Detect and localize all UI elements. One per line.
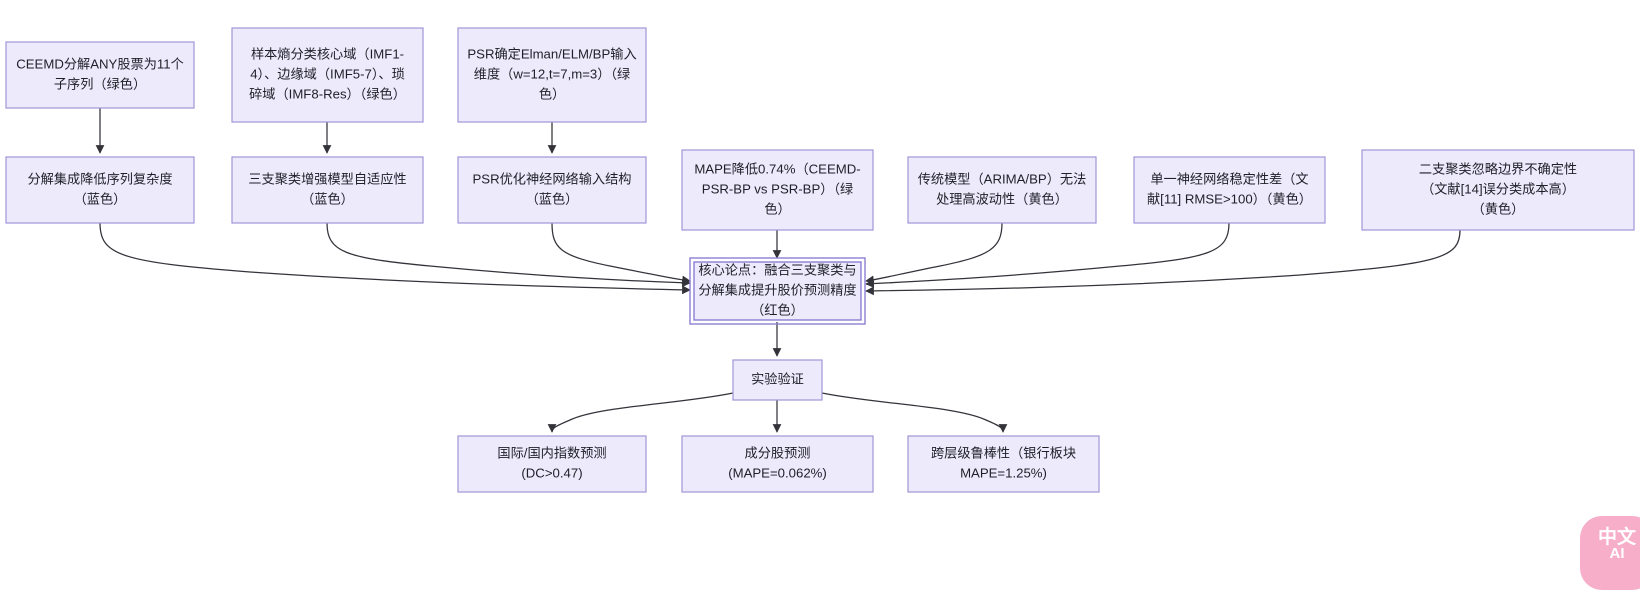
node-constituent-stock-forecast-label-line-2: (MAPE=0.062%) xyxy=(728,465,827,480)
node-core-thesis-label-line-1: 核心论点：融合三支聚类与 xyxy=(698,262,856,277)
node-core-thesis-label-line-2: 分解集成提升股价预测精度 xyxy=(698,282,856,297)
edge-experiment-to-robustness xyxy=(821,392,1008,433)
node-mape-reduction-label-line-3: 色） xyxy=(764,200,790,216)
node-psr-optimize-network-input-label-line-2: （蓝色） xyxy=(526,190,579,206)
node-reduce-sequence-complexity-label-line-1: 分解集成降低序列复杂度 xyxy=(27,171,172,186)
node-two-way-clustering-boundary[interactable]: 二支聚类忽略边界不确定性 （文献[14]误分类成本高） （黄色） xyxy=(1361,149,1635,231)
node-single-network-instability-label-line-1: 单一神经网络稳定性差（文 xyxy=(1150,171,1308,186)
node-reduce-sequence-complexity-rect[interactable] xyxy=(5,156,195,224)
node-ceemd-decompose-label-line-1: CEEMD分解ANY股票为11个 xyxy=(16,56,184,71)
node-experimental-validation[interactable]: 实验验证 xyxy=(732,359,823,401)
node-psr-optimize-network-input-label-line-1: PSR优化神经网络输入结构 xyxy=(473,171,632,186)
node-core-thesis-label-line-3: （红色） xyxy=(751,301,804,317)
node-ceemd-decompose-rect[interactable] xyxy=(5,41,195,109)
edge-traditional-to-core xyxy=(865,222,1003,285)
node-experimental-validation-label-line-1: 实验验证 xyxy=(751,371,804,386)
edges-layer xyxy=(95,108,1461,433)
node-cross-level-robustness[interactable]: 跨层级鲁棒性（银行板块 MAPE=1.25%) xyxy=(907,435,1100,493)
node-psr-optimize-network-input[interactable]: PSR优化神经网络输入结构 （蓝色） xyxy=(457,156,647,224)
node-single-network-instability[interactable]: 单一神经网络稳定性差（文献[11] RMSE>100）（黄色） xyxy=(1133,156,1326,224)
node-mape-reduction-label-line-2: PSR-BP vs PSR-BP）（绿 xyxy=(702,181,853,196)
node-three-way-clustering-adaptive-rect[interactable] xyxy=(231,156,424,224)
node-sample-entropy-label-line-1: 样本熵分类核心域（IMF1- xyxy=(251,46,404,61)
node-psr-input-dimension-rect[interactable] xyxy=(457,27,647,123)
node-cross-level-robustness-label-line-2: MAPE=1.25%) xyxy=(960,465,1047,480)
watermark-badge: 中文 AI xyxy=(1580,516,1640,590)
node-constituent-stock-forecast[interactable]: 成分股预测 (MAPE=0.062%) xyxy=(681,435,874,493)
node-core-thesis-outer-border xyxy=(689,257,866,325)
edge-complexity-to-core xyxy=(99,222,691,295)
node-traditional-model-limitation-rect[interactable] xyxy=(907,156,1097,224)
node-two-way-clustering-boundary-label-line-1: 二支聚类忽略边界不确定性 xyxy=(1419,161,1577,176)
node-core-thesis-rect[interactable] xyxy=(693,261,862,321)
node-two-way-clustering-boundary-label-line-3: （黄色） xyxy=(1472,200,1525,216)
node-sample-entropy[interactable]: 样本熵分类核心域（IMF1- 4）、边缘域（IMF5-7）、琐碎域（IMF8-Re… xyxy=(231,27,424,123)
node-index-forecast-label-line-2: (DC>0.47) xyxy=(521,465,582,480)
node-cross-level-robustness-rect[interactable] xyxy=(907,435,1100,493)
node-index-forecast[interactable]: 国际/国内指数预测 (DC>0.47) xyxy=(457,435,647,493)
node-reduce-sequence-complexity[interactable]: 分解集成降低序列复杂度 （蓝色） xyxy=(5,156,195,224)
node-three-way-clustering-adaptive-label-line-2: （蓝色） xyxy=(301,190,354,206)
watermark-line2: AI xyxy=(1609,545,1625,562)
node-traditional-model-limitation-label-line-1: 传统模型（ARIMA/BP）无法 xyxy=(918,171,1087,186)
node-sample-entropy-label-line-2: 4）、边缘域（IMF5-7）、琐 xyxy=(250,65,405,81)
node-sample-entropy-rect[interactable] xyxy=(231,27,424,123)
edge-adaptive-to-core xyxy=(326,222,691,288)
node-index-forecast-label-line-1: 国际/国内指数预测 xyxy=(497,445,606,460)
node-reduce-sequence-complexity-label-line-2: （蓝色） xyxy=(74,190,127,206)
node-index-forecast-rect[interactable] xyxy=(457,435,647,493)
node-two-way-clustering-boundary-rect[interactable] xyxy=(1361,149,1635,231)
node-two-way-clustering-boundary-label-line-2: （文献[14]误分类成本高） xyxy=(1421,180,1575,196)
node-psr-optimize-network-input-rect[interactable] xyxy=(457,156,647,224)
node-mape-reduction-rect[interactable] xyxy=(681,149,874,231)
node-three-way-clustering-adaptive-label-line-1: 三支聚类增强模型自适应性 xyxy=(248,171,406,186)
edge-two-way-to-core xyxy=(865,229,1461,296)
node-psr-input-dimension-label-line-3: 色） xyxy=(539,85,565,101)
node-single-network-instability-label-line-2: 献[11] RMSE>100）（黄色） xyxy=(1147,190,1312,206)
node-constituent-stock-forecast-rect[interactable] xyxy=(681,435,874,493)
edge-experiment-to-index xyxy=(547,392,734,433)
node-sample-entropy-label-line-3: 碎域（IMF8-Res）（绿色） xyxy=(249,85,406,101)
flowchart-canvas: CEEMD分解ANY股票为11个子序列（绿色） 样本熵分类核心域（IMF1- 4）、… xyxy=(5,27,1640,590)
edge-single-network-to-core xyxy=(865,222,1230,288)
node-ceemd-decompose-label-line-2: 子序列（绿色） xyxy=(54,75,146,91)
node-experimental-validation-rect[interactable] xyxy=(732,359,823,401)
watermark-line1: 中文 xyxy=(1597,527,1636,548)
node-psr-input-dimension-label-line-1: PSR确定Elman/ELM/BP输入 xyxy=(467,46,636,61)
node-single-network-instability-rect[interactable] xyxy=(1133,156,1326,224)
node-traditional-model-limitation-label-line-2: 处理高波动性（黄色） xyxy=(936,190,1068,206)
node-three-way-clustering-adaptive[interactable]: 三支聚类增强模型自适应性 （蓝色） xyxy=(231,156,424,224)
node-psr-input-dimension-label-line-2: 维度（w=12,t=7,m=3）（绿 xyxy=(474,66,630,81)
node-mape-reduction[interactable]: MAPE降低0.74%（CEEMD- PSR-BP vs PSR-BP）（绿色） xyxy=(681,149,874,231)
node-mape-reduction-label-line-1: MAPE降低0.74%（CEEMD- xyxy=(694,161,860,176)
edge-psropt-to-core xyxy=(551,222,691,285)
node-cross-level-robustness-label-line-1: 跨层级鲁棒性（银行板块 xyxy=(931,445,1076,460)
node-constituent-stock-forecast-label-line-1: 成分股预测 xyxy=(745,445,811,460)
